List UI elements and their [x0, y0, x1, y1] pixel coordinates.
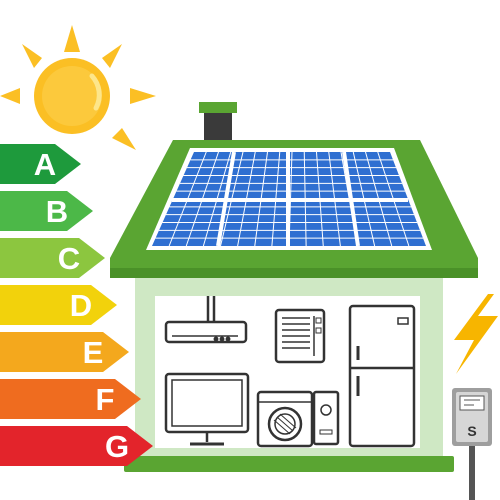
chimney-icon: [199, 102, 237, 144]
electric-meter-icon: S: [452, 388, 492, 500]
energy-class-arrow: [0, 285, 117, 325]
energy-class-arrow: [0, 144, 81, 184]
energy-class-arrow: [0, 426, 153, 466]
energy-class-label: F: [96, 382, 115, 417]
energy-class-b: B: [0, 191, 93, 231]
energy-class-e: E: [0, 332, 129, 372]
energy-class-d: D: [0, 285, 117, 325]
microwave-icon: [312, 390, 340, 446]
refrigerator-icon: [348, 304, 416, 448]
energy-class-a: A: [0, 144, 81, 184]
meter-label: S: [467, 423, 476, 439]
washing-machine-icon: [256, 390, 314, 448]
tv-monitor-icon: [164, 372, 250, 446]
lightning-icon: [454, 294, 498, 374]
sun-icon: [0, 25, 156, 150]
energy-class-arrow: [0, 379, 141, 419]
solar-panel-icon: [146, 148, 432, 250]
energy-class-label: D: [70, 288, 92, 323]
energy-class-c: C: [0, 238, 105, 278]
energy-class-f: F: [0, 379, 141, 419]
air-conditioner-icon: [164, 296, 248, 344]
energy-class-label: G: [105, 429, 129, 464]
energy-class-arrow: [0, 238, 105, 278]
energy-class-label: C: [58, 241, 80, 276]
energy-class-label: B: [46, 194, 68, 229]
energy-class-arrow: [0, 191, 93, 231]
energy-class-arrow: [0, 332, 129, 372]
window-ac-icon: [274, 308, 326, 364]
energy-class-label: E: [83, 335, 104, 370]
energy-class-g: G: [0, 426, 153, 466]
energy-class-label: A: [34, 147, 56, 182]
